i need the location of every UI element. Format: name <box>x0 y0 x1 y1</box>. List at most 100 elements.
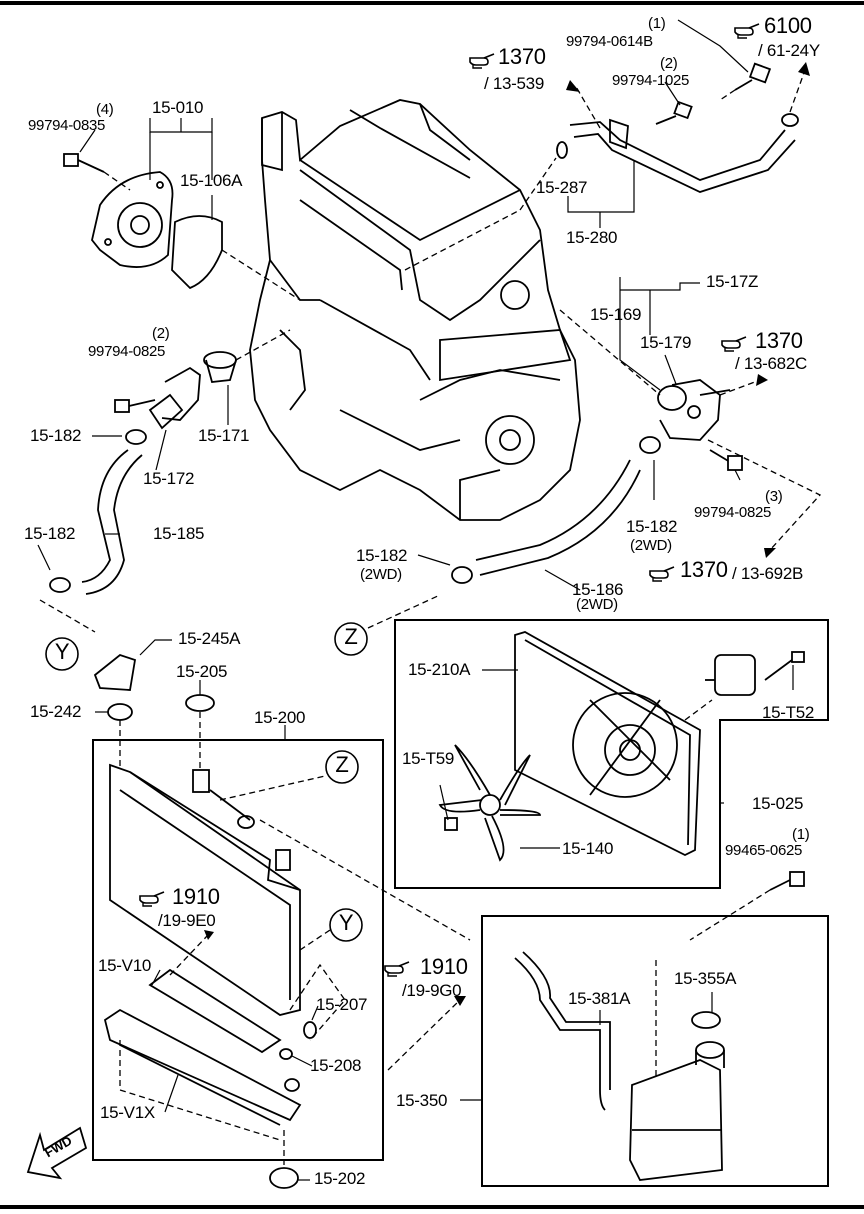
reservoir-tank <box>629 1041 725 1181</box>
water-inlet <box>148 366 201 430</box>
bushing <box>284 1078 300 1092</box>
ref-6100-num[interactable]: 6100 <box>764 13 812 38</box>
water-pump <box>91 171 174 268</box>
part-15-140: 15-140 <box>562 839 614 858</box>
part-99794-0614b: 99794-0614B <box>566 33 653 50</box>
callout-z-circle <box>334 622 368 656</box>
part-99794-0825a-qty: (2) <box>152 325 170 342</box>
engine-block <box>249 99 581 521</box>
ref-1370a-num[interactable]: 1370 <box>498 44 546 69</box>
part-15-t59: 15-T59 <box>402 749 455 768</box>
nut-15-t59 <box>444 817 458 831</box>
callout-z2: Z <box>335 752 349 777</box>
part-99794-1025-qty: (2) <box>660 55 678 72</box>
part-15-245a: 15-245A <box>178 629 241 648</box>
part-15-182-b: 15-182 <box>24 524 76 543</box>
ref-1370c-num[interactable]: 1370 <box>680 557 728 582</box>
part-15-355a: 15-355A <box>674 969 737 988</box>
callout-z2-circle <box>325 750 359 784</box>
part-15-202: 15-202 <box>314 1169 366 1188</box>
part-15-205: 15-205 <box>176 662 228 681</box>
callout-y2-circle <box>329 908 363 942</box>
fwd-arrow-icon <box>26 1126 88 1180</box>
leader-lines <box>37 19 794 1181</box>
part-15-200: 15-200 <box>254 708 306 727</box>
thermostat-housing <box>657 379 731 441</box>
bolt-99794-0825-b <box>709 449 743 471</box>
ref-1910a-sub[interactable]: /19-9E0 <box>158 911 216 930</box>
callout-y2: Y <box>338 910 354 935</box>
part-15-169: 15-169 <box>590 305 642 324</box>
bolt-99794-0825-a <box>114 399 156 413</box>
part-15-179: 15-179 <box>640 333 692 352</box>
drain-cock-15-207 <box>303 1021 317 1039</box>
ref-1910b-sub[interactable]: /19-9G0 <box>402 981 462 1000</box>
part-15-182-c: 15-182 <box>356 546 408 565</box>
ref-6100-sub[interactable]: / 61-24Y <box>758 41 820 60</box>
part-15-182-a: 15-182 <box>30 426 82 445</box>
part-15-210a: 15-210A <box>408 660 471 679</box>
part-99794-1025: 99794-1025 <box>612 72 690 89</box>
part-15-182-d: 15-182 <box>626 517 678 536</box>
part-15-v1x: 15-V1X <box>100 1103 155 1122</box>
hose-15-185 <box>49 429 147 595</box>
bolt-99794-0835 <box>63 153 105 173</box>
part-15-208: 15-208 <box>310 1056 362 1075</box>
part-99794-0614b-qty: (1) <box>648 15 666 32</box>
part-99465-0625: 99465-0625 <box>725 842 803 859</box>
fan-shroud <box>514 631 701 857</box>
part-15-280: 15-280 <box>566 228 618 247</box>
thermostat <box>203 351 237 383</box>
part-15-106a: 15-106A <box>180 171 243 190</box>
rubber-mount-15-242 <box>107 703 133 721</box>
part-15-242: 15-242 <box>30 702 82 721</box>
radiator-group-box <box>92 739 384 1161</box>
part-99794-0835-qty: (4) <box>96 101 114 118</box>
part-15-171: 15-171 <box>198 426 250 445</box>
ref-1910b-num[interactable]: 1910 <box>420 954 468 979</box>
bypass-pipe <box>569 113 799 193</box>
o-ring-15-208 <box>279 1048 293 1060</box>
part-99794-0825a: 99794-0825 <box>88 343 166 360</box>
ref-1910a-num[interactable]: 1910 <box>172 884 220 909</box>
fan-motor <box>705 654 756 696</box>
callout-z: Z <box>344 624 358 649</box>
reservoir-cap-15-355a <box>691 1011 721 1029</box>
fan-blade <box>438 744 541 862</box>
part-99794-0825b-qty: (3) <box>765 488 783 505</box>
part-15-v10: 15-V10 <box>98 956 152 975</box>
callout-y-circle <box>45 637 79 671</box>
part-15-207: 15-207 <box>316 995 368 1014</box>
water-pump-gasket <box>171 215 223 290</box>
reservoir-group-box <box>481 915 829 1187</box>
part-15-025: 15-025 <box>752 794 804 813</box>
part-99794-0825b: 99794-0825 <box>694 504 772 521</box>
bolt-99465-0625 <box>769 871 805 891</box>
part-15-287: 15-287 <box>536 178 588 197</box>
mount-15-202 <box>269 1167 299 1189</box>
part-15-350: 15-350 <box>396 1091 448 1110</box>
radiator-cap-15-205 <box>185 694 215 712</box>
ref-1370a-sub[interactable]: / 13-539 <box>484 74 544 93</box>
part-99794-0835: 99794-0835 <box>28 117 106 134</box>
bolt-15-t52 <box>764 651 805 681</box>
lower-tank <box>103 1008 302 1126</box>
bolt-99794-0614b <box>734 62 772 91</box>
o-ring-15-287 <box>556 141 568 159</box>
radiator <box>109 763 301 1054</box>
ref-1370b-sub[interactable]: / 13-682C <box>735 354 807 373</box>
part-15-186-sub: (2WD) <box>576 596 618 613</box>
bolt-99794-1025 <box>655 100 693 125</box>
ref-1370b-num[interactable]: 1370 <box>755 328 803 353</box>
part-15-182-c-sub: (2WD) <box>360 566 402 583</box>
part-15-185: 15-185 <box>153 524 205 543</box>
part-15-182-d-sub: (2WD) <box>630 537 672 554</box>
part-15-010: 15-010 <box>152 98 204 117</box>
reservoir-hose <box>514 951 611 1111</box>
seal-15-245a <box>93 653 137 691</box>
hose-15-186 <box>451 436 661 584</box>
part-15-381a: 15-381A <box>568 989 631 1008</box>
part-15-17z: 15-17Z <box>706 272 759 291</box>
ref-1370c-sub[interactable]: / 13-692B <box>732 564 804 583</box>
